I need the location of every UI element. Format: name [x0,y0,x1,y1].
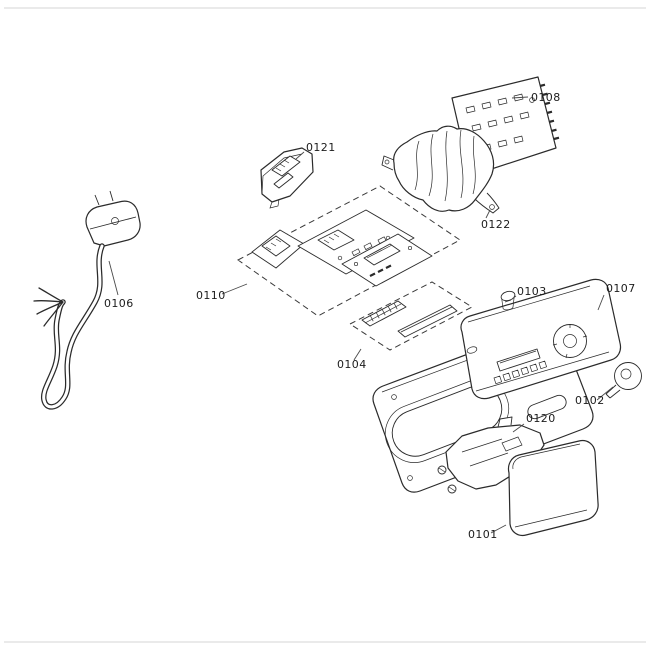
part-label-0110: 0110 [196,289,226,302]
knob-center [620,368,632,380]
plate-lip [512,443,581,470]
module-edge [261,153,303,195]
display-window [496,348,541,372]
part-0102-knob: 0102 [575,362,642,407]
part-label-0104: 0104 [337,358,367,371]
leader-0122 [485,209,491,219]
bracket-screw-1-slot [438,467,446,473]
part-label-0103: 0103 [517,285,547,298]
leader-0107 [597,294,605,311]
carrier-screw-boss-1 [391,394,397,400]
cable [40,243,105,410]
frame-tab [381,155,395,171]
part-label-0106: 0106 [104,297,134,310]
dial-hub [563,334,577,348]
facia-top-rim [467,285,591,323]
module-pad [273,172,294,189]
plate-body [507,439,599,537]
part-0103-cap: 0103 [500,285,547,311]
leader-0101 [490,524,507,534]
trim-dashed-box [349,281,474,351]
knob-stem [605,384,621,399]
leader-0103 [511,295,517,300]
leader-0106 [108,260,119,296]
trim-blank-inner [400,306,453,333]
cable-core [42,244,104,409]
kit-board-b-pins [323,233,340,244]
frame-body [393,125,495,212]
trim-blank-strip [397,304,458,338]
button-row [493,360,548,385]
part-label-0122: 0122 [481,218,511,231]
leader-0120 [512,423,525,433]
plug-prongs [89,190,137,230]
frame-foot [474,192,500,214]
display-inner [499,350,537,364]
dial-opening [553,324,587,358]
part-0104-trim-kit: 0104 [337,281,474,371]
part-0122-support-frame: 0122 [381,125,511,231]
connector-pins [275,159,290,172]
cap-detail [504,299,512,303]
kit-board-c [341,233,433,287]
bracket-screw-2-slot [448,486,456,492]
kit-board-c-hole-2 [407,245,413,251]
knob-body [614,362,642,390]
pcb-components [465,93,530,152]
bracket-tab [497,416,513,428]
part-label-0120: 0120 [526,412,556,425]
kit-board-b-hole-1 [337,255,343,261]
leader-0121 [295,151,305,160]
cap-body [501,293,515,311]
frame-foot-hole [489,204,495,210]
part-0120-bracket: 0120 [437,412,556,494]
frame-tab-hole [384,159,390,165]
kit-display-window [363,243,401,266]
part-label-0101: 0101 [468,528,498,541]
kit-board-b-connector [317,229,355,251]
kit-board-c-hole-1 [353,261,359,267]
trim-keypad-grid [364,302,402,324]
pcb-hole-2 [529,97,535,103]
part-0121-module: 0121 [260,141,336,209]
carrier-cutout [527,394,567,420]
plate-bottom-edge [514,509,588,528]
pcb-pin-comb [539,83,560,141]
leader-0104 [353,348,362,361]
part-label-0121: 0121 [306,141,336,154]
part-label-0107: 0107 [606,282,636,295]
leader-0102 [596,386,614,401]
plug-detail [111,217,119,225]
frame-ribs [414,129,476,202]
part-0106-power-cord: 0106 [33,190,141,410]
part-0107-facia: 0107 [460,278,636,400]
kit-board-c-keys [369,264,392,277]
kit-board-a-pins [265,238,282,251]
module-tab [269,198,280,209]
dial-ticks [552,324,588,359]
leader-0108 [511,96,529,99]
part-0101-front-plate: 0101 [468,439,599,541]
bracket-slot [501,436,523,452]
module-connector [271,155,301,177]
facia-bottom-rim [475,351,610,392]
kit-display-inner [366,244,393,259]
kit-board-b [297,209,415,275]
kit-dashed-box [237,185,461,317]
facia-slot [466,346,478,354]
part-0110-electronics-kit: 0110 [196,185,461,317]
part-label-0108: 0108 [531,91,561,104]
plug-body [85,200,141,247]
part-label-0102: 0102 [575,394,605,407]
wire-strands [33,287,64,327]
bracket-ribs [461,438,509,467]
leader-0110 [221,283,248,295]
carrier-screw-boss-2 [407,475,413,481]
